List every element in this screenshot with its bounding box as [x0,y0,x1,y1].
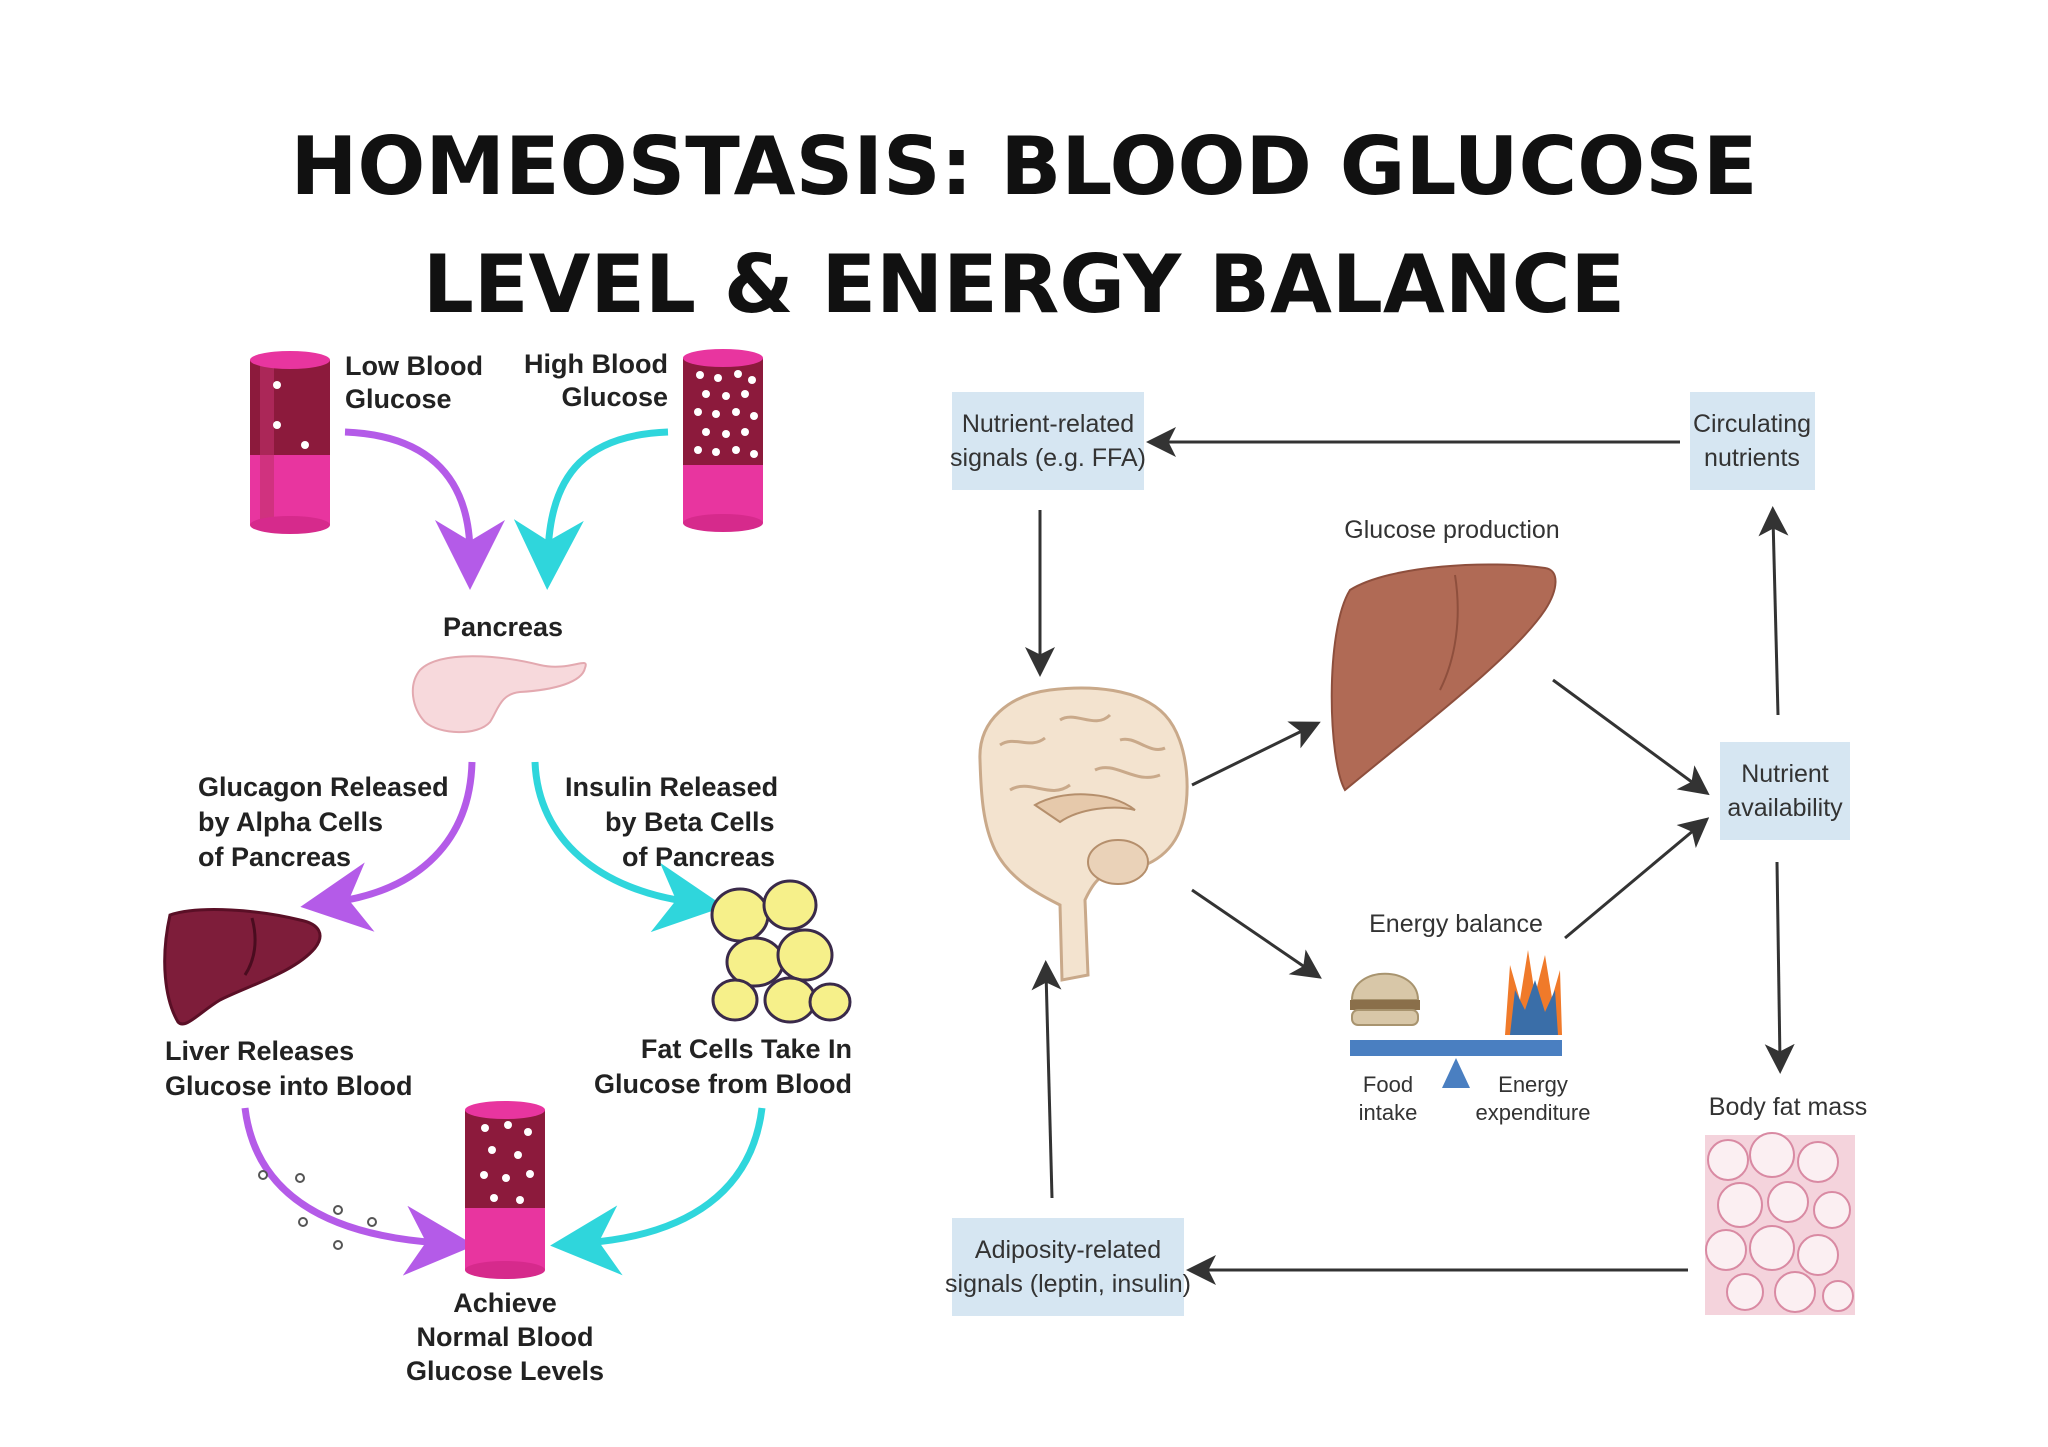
energy-balance-label: Energy balance [1369,910,1543,938]
title-line-2: LEVEL & ENERGY BALANCE [422,238,1626,331]
circulating-nutrients-label-1: Circulating [1693,410,1811,438]
normal-label-3: Glucose Levels [406,1356,604,1386]
insulin-arrow [531,761,725,933]
adiposity-signals-label-2: signals (leptin, insulin) [945,1270,1191,1298]
energy-balance-diagram: Nutrient-related signals (e.g. FFA) Circ… [945,392,1867,1316]
energy-balance-to-nutrient-availability-arrow [1564,817,1710,940]
food-intake-label-2: intake [1359,1100,1418,1125]
high-glucose-blood-vessel-icon [683,349,763,532]
insulin-label-1: Insulin Released [565,772,778,802]
energy-expenditure-label-2: expenditure [1476,1100,1591,1125]
fat-to-blood-arrow [550,1107,766,1276]
slide-title: HOMEOSTASIS: BLOOD GLUCOSE LEVEL & ENERG… [0,108,2048,344]
nutrient-signals-label-1: Nutrient-related [962,410,1134,438]
glucagon-arrow [300,761,476,932]
nutrient-availability-to-fat-mass-arrow [1764,861,1795,1074]
nutrient-signals-label-2: signals (e.g. FFA) [950,444,1146,472]
low-glucose-arrow [344,428,505,590]
circulating-nutrients-box [1690,392,1815,490]
glucagon-label-2: by Alpha Cells [198,807,383,837]
normal-glucose-blood-vessel-icon [465,1101,545,1279]
insulin-label-2: by Beta Cells [605,807,775,837]
body-fat-mass-label: Body fat mass [1709,1093,1867,1121]
normal-label-2: Normal Blood [416,1322,593,1352]
low-glucose-blood-vessel-icon [250,351,330,534]
food-burger-icon [1350,972,1420,1026]
adiposity-signals-to-brain-arrow [1031,960,1062,1199]
glucose-regulation-diagram: Low Blood Glucose High Blood Glucose Pan… [163,349,852,1386]
brain-to-energy-balance-arrow [1191,888,1322,979]
liver-label-2: Glucose into Blood [165,1071,413,1101]
glucagon-label-1: Glucagon Released [198,772,449,802]
liver-to-nutrient-availability-arrow [1552,678,1710,796]
liver-icon [163,908,322,1026]
glucose-molecules-icon [258,1170,377,1250]
energy-flame-icon [1505,950,1562,1035]
brain-to-liver-arrow [1191,721,1321,787]
fat-cells-icon [710,879,852,1024]
nutrient-availability-label-1: Nutrient [1741,760,1829,788]
high-blood-glucose-label-2: Glucose [561,382,668,412]
pancreas-icon [411,655,587,734]
liver-lobe-line [1439,574,1459,691]
adiposity-signals-label-1: Adiposity-related [975,1236,1161,1264]
energy-expenditure-label-1: Energy [1498,1072,1568,1097]
adipose-tissue-icon [1705,1132,1855,1315]
pancreas-label: Pancreas [443,612,563,642]
nutrient-availability-label-2: availability [1727,794,1843,822]
food-intake-label-1: Food [1363,1072,1413,1097]
high-glucose-arrow [513,428,669,590]
liver-label-1: Liver Releases [165,1036,354,1066]
brain-icon [978,686,1189,982]
fat-cells-label-2: Glucose from Blood [594,1069,852,1099]
adiposity-signals-box [952,1218,1184,1316]
glucagon-label-3: of Pancreas [198,842,351,872]
nutrient-availability-to-circulating-arrow [1758,506,1789,716]
fat-cells-label-1: Fat Cells Take In [641,1034,852,1064]
nutrient-availability-box [1720,742,1850,840]
low-blood-glucose-label-2: Glucose [345,384,452,414]
glucose-production-label: Glucose production [1344,516,1559,544]
high-blood-glucose-label-1: High Blood [524,349,668,379]
glucose-production-liver-icon [1330,563,1557,792]
low-blood-glucose-label-1: Low Blood [345,351,483,381]
seesaw-beam [1350,1040,1562,1056]
title-line-1: HOMEOSTASIS: BLOOD GLUCOSE [290,120,1758,213]
normal-label-1: Achieve [453,1288,557,1318]
nutrient-signals-box [952,392,1144,490]
circulating-nutrients-label-2: nutrients [1704,444,1800,472]
liver-to-blood-arrow [241,1107,475,1276]
insulin-label-3: of Pancreas [622,842,775,872]
seesaw-fulcrum-icon [1442,1058,1470,1088]
